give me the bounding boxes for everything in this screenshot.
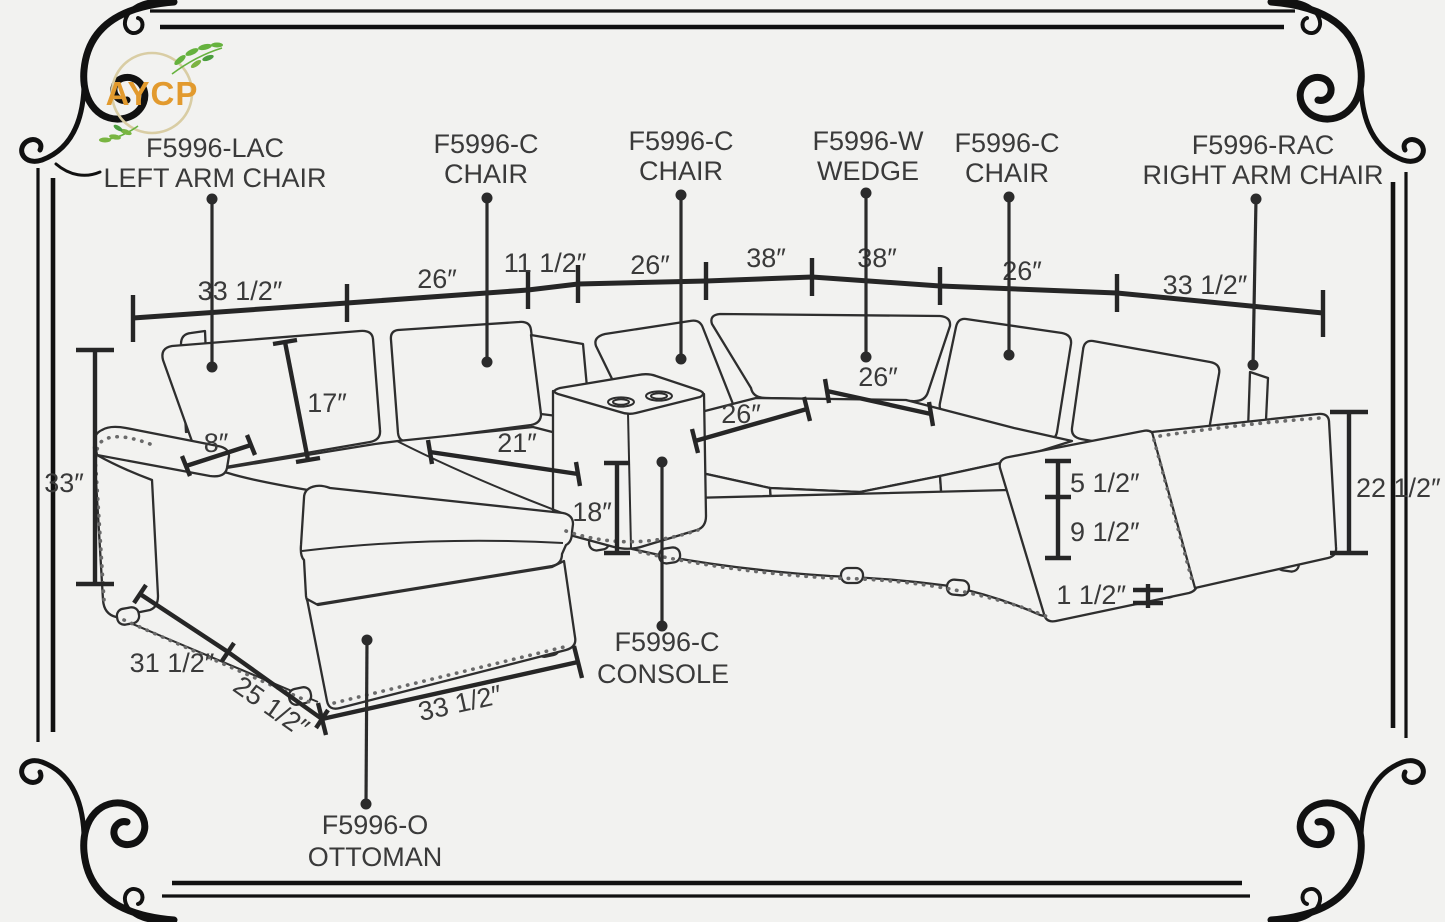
- dim-top-6: 38″: [857, 243, 897, 273]
- dim-18: 18″: [572, 497, 612, 527]
- part-name: RIGHT ARM CHAIR: [1142, 160, 1383, 190]
- dimension-arm-height: 22 1/2″: [1330, 409, 1441, 556]
- chaise-seam: [396, 440, 566, 515]
- ottoman-base: [305, 559, 577, 710]
- console-front-seam: [627, 412, 632, 549]
- dim-26-wedge-left: 26″: [721, 399, 761, 429]
- sofa-illustration: [92, 312, 1338, 710]
- dimension-seat-width-left: 21″: [425, 428, 583, 487]
- dim-top-8: 33 1/2″: [1163, 270, 1248, 300]
- part-code: F5996-C: [433, 129, 538, 159]
- dim-top-5: 38″: [746, 243, 786, 273]
- dimension-arm-width: 8″: [179, 428, 258, 477]
- part-code: F5996-C: [954, 128, 1059, 158]
- dimension-leg-height: 1 1/2″: [1056, 580, 1163, 610]
- label-chair-3: F5996-C CHAIR: [954, 128, 1060, 361]
- dim-5-5: 5 1/2″: [1070, 468, 1140, 498]
- nailheads-right-arm-top: [1158, 416, 1322, 438]
- dim-21: 21″: [497, 428, 537, 458]
- dim-top-4: 26″: [630, 250, 670, 280]
- dimension-cushion-thickness: 5 1/2″: [1045, 458, 1140, 500]
- dimension-line-top: 33 1/2″ 26″ 11 1/2″ 26″ 38″ 38″ 26″ 33 1…: [130, 243, 1326, 342]
- corner-ornament-top-left: [19, 0, 178, 177]
- dimension-chaise-side: 31 1/2″: [130, 583, 236, 678]
- part-name: WEDGE: [817, 156, 919, 186]
- part-name: OTTOMAN: [308, 842, 443, 872]
- dim-top-3: 11 1/2″: [504, 248, 587, 278]
- console-top: [553, 373, 705, 415]
- part-name: CHAIR: [965, 158, 1049, 188]
- corner-ornament-top-right: [1267, 0, 1426, 164]
- part-code: F5996-W: [812, 126, 924, 156]
- dim-26-wedge-right: 26″: [858, 362, 898, 392]
- part-code: F5996-RAC: [1192, 130, 1335, 160]
- part-name: LEFT ARM CHAIR: [103, 163, 326, 193]
- label-right-arm-chair: F5996-RAC RIGHT ARM CHAIR: [1142, 130, 1384, 371]
- label-chair-1: F5996-C CHAIR: [433, 129, 539, 368]
- nailheads-right-arm-inner: [1152, 438, 1195, 586]
- dim-22-5: 22 1/2″: [1356, 473, 1441, 503]
- dimension-wedge-right: 26″: [822, 362, 936, 427]
- dimension-wedge-left: 26″: [689, 396, 813, 454]
- seat-surface-left: [212, 425, 597, 518]
- leg: [115, 606, 141, 626]
- part-code: F5996-O: [322, 810, 429, 840]
- part-name: CHAIR: [444, 159, 528, 189]
- dim-top-2: 26″: [417, 264, 457, 294]
- logo-text: AYCP: [106, 75, 199, 112]
- nailheads-console: [564, 528, 700, 544]
- label-left-arm-chair: F5996-LAC LEFT ARM CHAIR: [103, 133, 327, 373]
- frame-border: [36, 9, 1408, 898]
- label-ottoman: F5996-O OTTOMAN: [308, 634, 443, 872]
- part-name: CONSOLE: [597, 659, 729, 689]
- dim-31-5: 31 1/2″: [130, 648, 215, 678]
- dim-9-5: 9 1/2″: [1070, 517, 1140, 547]
- logo-leaves-top-right: [174, 42, 223, 69]
- corner-ornament-bottom-right: [1267, 758, 1426, 922]
- dimension-overall-height: 33″: [44, 347, 114, 587]
- dim-1-5: 1 1/2″: [1056, 580, 1126, 610]
- dim-33: 33″: [44, 468, 84, 498]
- back-cushion-2: [389, 320, 543, 443]
- part-code: F5996-C: [614, 627, 719, 657]
- nailheads-right-base: [638, 550, 1050, 619]
- back-cushion-wedge: [710, 312, 952, 403]
- logo-ring: [110, 51, 194, 135]
- dimension-base-height: 9 1/2″: [1045, 498, 1140, 561]
- label-wedge: F5996-W WEDGE: [812, 126, 924, 363]
- nailheads-ottoman: [332, 644, 570, 705]
- logo-leaves-bottom-left: [99, 124, 132, 143]
- part-code: F5996-LAC: [146, 133, 284, 163]
- label-console: F5996-C CONSOLE: [597, 456, 729, 689]
- corner-ornament-bottom-left: [19, 758, 178, 922]
- right-arm-side-face: [1150, 412, 1338, 590]
- ottoman-cushion-seam: [301, 539, 564, 552]
- dim-8: 8″: [204, 428, 229, 458]
- logo-sprig-stem-top: [171, 47, 223, 75]
- dimension-console-depth: 18″: [572, 460, 630, 556]
- console-cupholders: [607, 390, 673, 408]
- leg: [839, 566, 865, 585]
- dim-17: 17″: [307, 388, 347, 418]
- part-name: CHAIR: [639, 156, 723, 186]
- dimension-polyline: [132, 274, 1324, 321]
- label-chair-2: F5996-C CHAIR: [628, 126, 734, 365]
- dimension-chaise-front: 25 1/2″: [226, 650, 330, 743]
- nailheads-left-base: [122, 618, 316, 706]
- brand-logo: AYCP: [99, 42, 223, 143]
- part-code: F5996-C: [628, 126, 733, 156]
- dimension-back-cushion: 17″: [272, 337, 347, 465]
